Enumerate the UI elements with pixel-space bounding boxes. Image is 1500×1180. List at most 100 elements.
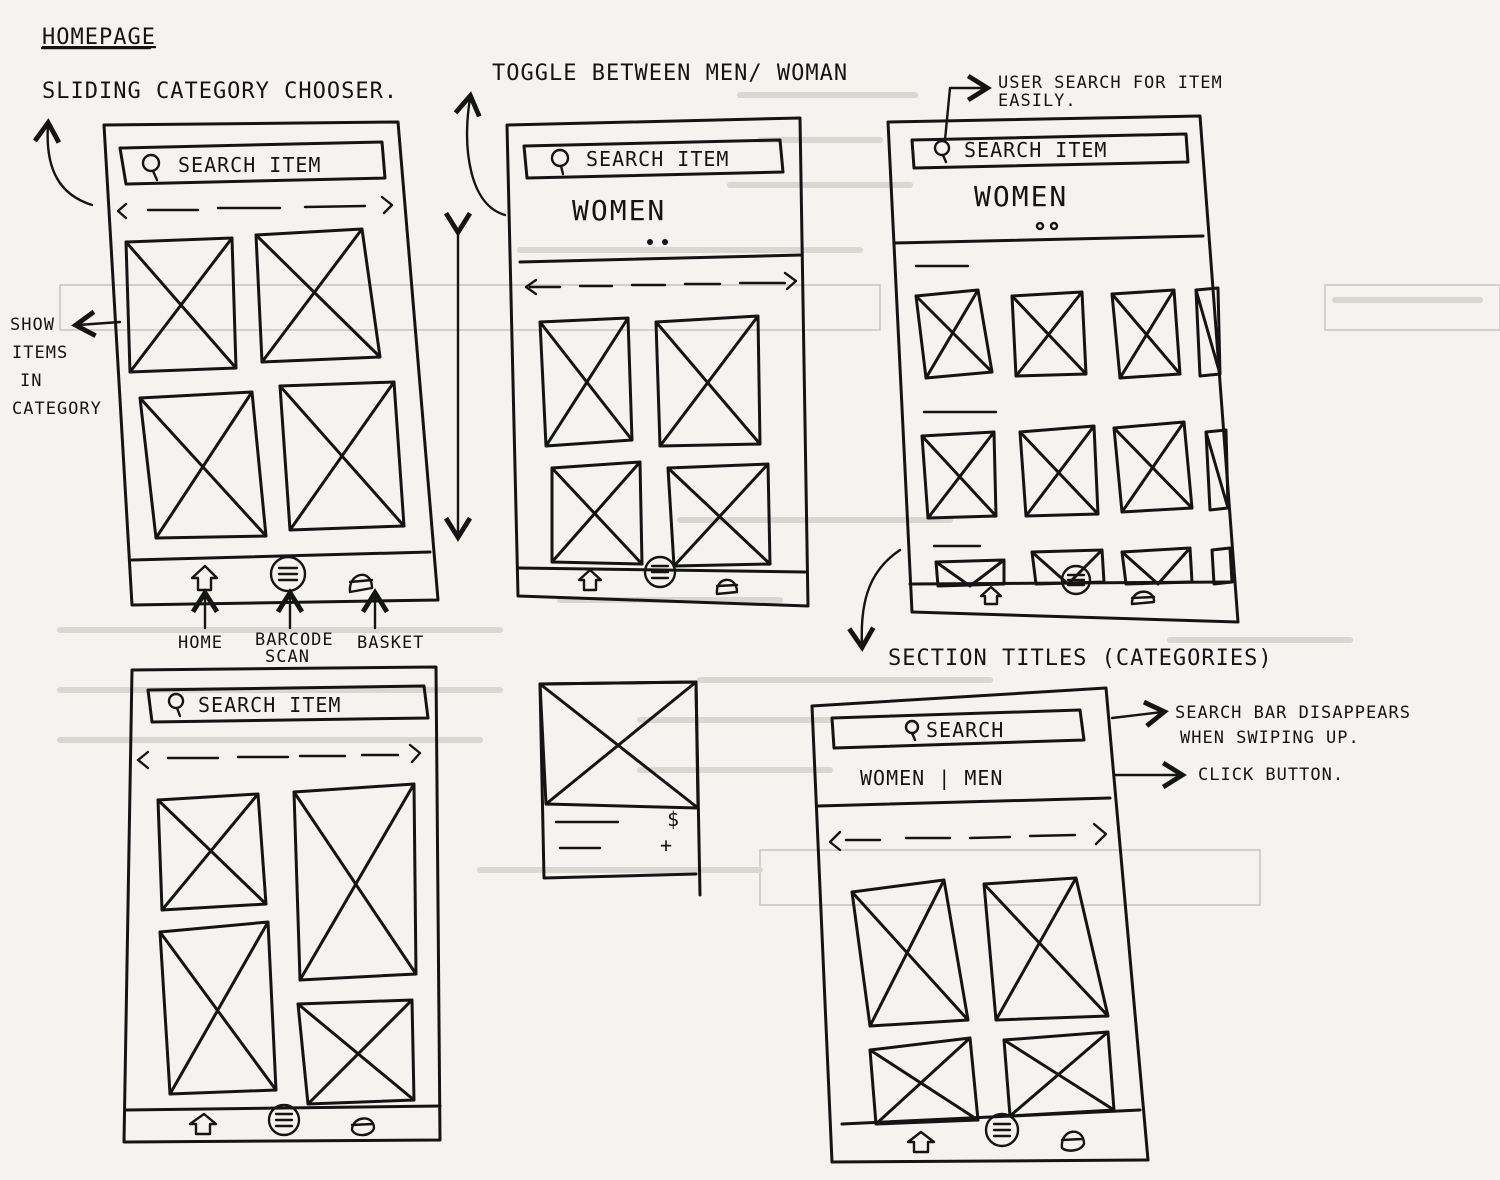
annotation-search-disappears-2: WHEN SWIPING UP. <box>1180 728 1360 748</box>
product-image-placeholder[interactable] <box>868 1036 980 1126</box>
category-slider[interactable] <box>136 743 422 770</box>
home-icon[interactable] <box>577 568 603 592</box>
annotation-arrow-icon <box>943 73 992 142</box>
home-icon[interactable] <box>190 564 219 592</box>
annotation-arrow-icon <box>453 91 507 217</box>
product-image-placeholder[interactable] <box>550 460 644 566</box>
product-image-placeholder[interactable] <box>124 236 238 374</box>
chevron-right-icon <box>408 743 422 764</box>
category-slider[interactable] <box>524 271 798 296</box>
search-placeholder: SEARCH <box>926 718 1004 742</box>
product-image-placeholder[interactable] <box>1120 546 1194 586</box>
home-icon[interactable] <box>979 585 1003 606</box>
product-image-placeholder[interactable] <box>254 227 382 364</box>
search-bar[interactable]: SEARCH <box>830 708 1086 750</box>
basket-icon[interactable] <box>1130 590 1156 606</box>
page-dots <box>1035 221 1059 231</box>
product-image-placeholder[interactable] <box>138 390 268 540</box>
product-image-placeholder[interactable] <box>292 782 418 982</box>
home-icon[interactable] <box>906 1130 936 1154</box>
product-image-placeholder[interactable] <box>1210 546 1234 586</box>
basket-icon[interactable] <box>348 573 374 594</box>
card-frame <box>538 682 698 880</box>
tab-bar-divider <box>908 580 1234 586</box>
search-icon <box>910 731 917 742</box>
label-barcode-scan: SCAN <box>265 647 310 667</box>
chevron-left-icon <box>116 202 128 220</box>
category-slider[interactable] <box>828 822 1108 852</box>
chevron-left-icon <box>828 830 842 852</box>
product-image-placeholder[interactable] <box>666 462 772 568</box>
search-icon <box>941 153 948 164</box>
search-bar[interactable]: SEARCH ITEM <box>118 140 387 186</box>
phone-frame <box>102 120 440 607</box>
wireframe-3: SEARCH ITEM WOMEN <box>886 114 1240 624</box>
label-basket: BASKET <box>357 633 424 653</box>
svg-text:IN: IN <box>20 371 42 391</box>
annotation-user-search-2: EASILY. <box>998 91 1077 111</box>
search-placeholder: SEARCH ITEM <box>964 138 1107 162</box>
search-placeholder: SEARCH ITEM <box>586 147 729 171</box>
svg-text:CATEGORY: CATEGORY <box>12 399 102 419</box>
phone-frame <box>122 665 442 1144</box>
add-to-basket-icon[interactable]: + <box>660 833 673 857</box>
barcode-scan-icon[interactable] <box>1060 564 1092 596</box>
product-image-placeholder[interactable] <box>1010 290 1088 378</box>
category-slider[interactable] <box>116 195 394 220</box>
chevron-left-icon <box>524 278 538 296</box>
gender-title[interactable]: WOMEN <box>572 194 666 227</box>
annotation-arrow-icon <box>71 309 122 338</box>
header-divider <box>816 796 1112 808</box>
header-divider <box>518 253 804 264</box>
tab-bar-divider <box>516 566 807 574</box>
basket-icon[interactable] <box>1060 1130 1086 1152</box>
product-image-placeholder[interactable] <box>920 430 998 520</box>
barcode-scan-icon[interactable] <box>643 555 677 589</box>
gender-toggle[interactable]: WOMEN | MEN <box>860 766 1003 790</box>
product-image-placeholder[interactable] <box>538 316 634 448</box>
gender-title[interactable]: WOMEN <box>974 180 1068 213</box>
product-image-placeholder[interactable] <box>278 380 406 532</box>
search-bar[interactable]: SEARCH ITEM <box>522 138 785 180</box>
product-image-placeholder[interactable] <box>158 920 278 1096</box>
search-icon <box>167 692 185 710</box>
product-image-placeholder[interactable] <box>296 998 416 1106</box>
product-image-placeholder[interactable] <box>1194 286 1222 378</box>
product-image-placeholder[interactable] <box>1110 288 1182 380</box>
chevron-right-icon <box>1092 822 1108 846</box>
product-image-placeholder[interactable] <box>156 792 268 912</box>
product-image-placeholder[interactable] <box>1018 424 1100 518</box>
product-image-placeholder[interactable] <box>1002 1030 1116 1118</box>
label-home: HOME <box>178 633 223 653</box>
annotation-sliding-category: SLIDING CATEGORY CHOOSER. <box>42 79 398 104</box>
product-image-placeholder[interactable] <box>850 878 970 1028</box>
price-icon: $ <box>667 807 680 831</box>
basket-icon[interactable] <box>350 1117 376 1137</box>
product-image-placeholder[interactable] <box>1204 428 1230 512</box>
basket-icon[interactable] <box>715 578 739 596</box>
home-icon[interactable] <box>188 1112 218 1136</box>
product-image-placeholder[interactable] <box>1112 420 1194 514</box>
annotation-arrow-icon <box>32 118 94 207</box>
search-bar[interactable]: SEARCH ITEM <box>910 132 1190 170</box>
product-image-placeholder[interactable] <box>914 288 994 380</box>
chevron-right-icon <box>783 271 798 291</box>
wireframe-2: SEARCH ITEM WOMEN <box>505 116 810 608</box>
search-placeholder: SEARCH ITEM <box>178 153 321 177</box>
svg-text:SHOW: SHOW <box>10 315 55 335</box>
search-bar[interactable]: SEARCH ITEM <box>146 684 430 724</box>
annotation-arrow-icon <box>1110 699 1169 728</box>
barcode-scan-icon[interactable] <box>267 1103 301 1137</box>
search-icon <box>559 164 565 176</box>
product-image-placeholder[interactable] <box>982 876 1110 1022</box>
page-dots <box>647 239 668 245</box>
product-card[interactable]: $ + <box>538 680 702 897</box>
search-placeholder: SEARCH ITEM <box>198 693 341 717</box>
product-image-placeholder[interactable] <box>654 314 762 448</box>
tab-bar-divider <box>130 550 432 562</box>
svg-text:ITEMS: ITEMS <box>12 343 68 363</box>
barcode-scan-icon[interactable] <box>269 555 307 593</box>
phone-frame <box>886 114 1240 624</box>
barcode-scan-icon[interactable] <box>984 1112 1020 1148</box>
